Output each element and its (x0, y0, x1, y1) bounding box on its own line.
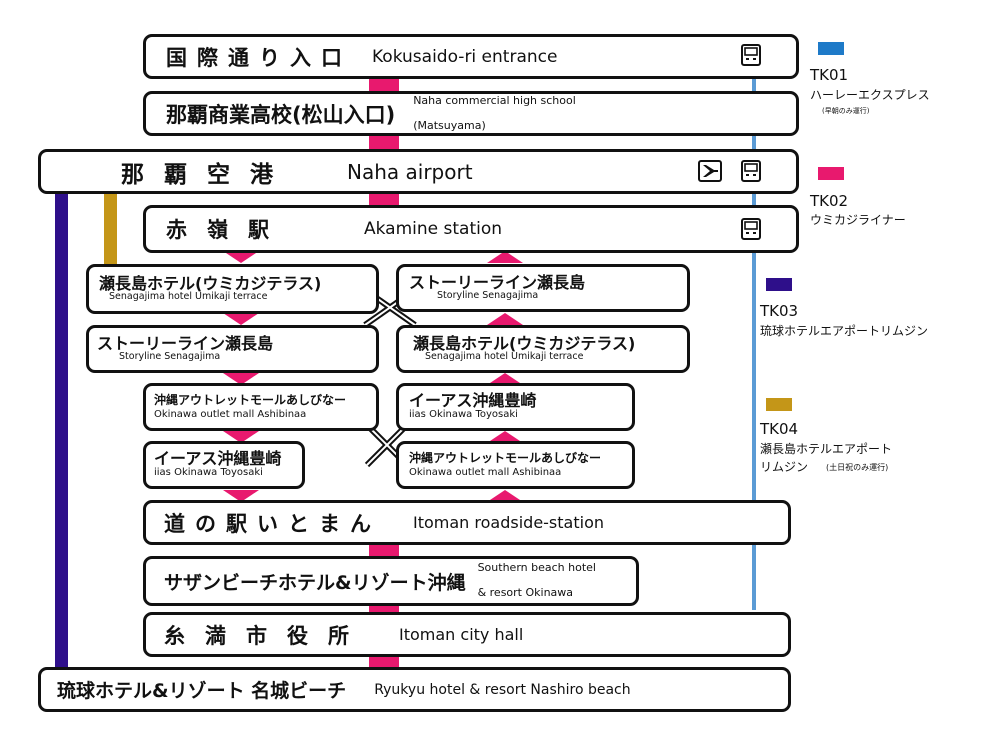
stop-southern-beach-hotel: サザンビーチホテル&リゾート沖縄 Southern beach hotel & … (143, 556, 639, 606)
down-arrow (223, 373, 259, 385)
stop-name-en: iias Okinawa Toyosaki (409, 409, 518, 421)
stop-name-en-line1: Naha commercial high school (413, 93, 576, 107)
stop-outlet-mall-right: 沖縄アウトレットモールあしびなー Okinawa outlet mall Ash… (396, 441, 635, 489)
stop-name-ja: ストーリーライン瀬長島 (97, 333, 274, 353)
stop-itoman-city-hall: 糸満市役所 Itoman city hall (143, 612, 791, 657)
tk02-connector (369, 603, 399, 613)
stop-name-en: Ryukyu hotel & resort Nashiro beach (374, 681, 631, 698)
stop-ryukyu-hotel-nashiro-beach: 琉球ホテル&リゾート 名城ビーチ Ryukyu hotel & resort N… (38, 667, 791, 712)
stop-name-ja: 沖縄アウトレットモールあしびなー (154, 392, 347, 407)
stop-naha-airport: 那覇空港 Naha airport (38, 149, 799, 194)
stop-name-ja: 那覇空港 (121, 161, 293, 188)
stop-name-en: Naha airport (347, 159, 473, 184)
tk03-route-line (55, 190, 68, 670)
up-arrow (487, 373, 523, 385)
stop-name-en-line1: Southern beach hotel (477, 561, 596, 575)
legend-note-tk01: (早朝のみ運行) (822, 107, 870, 115)
stop-storyline-left: ストーリーライン瀬長島 Storyline Senagajima (86, 325, 379, 373)
tk04-route-line (104, 190, 117, 270)
stop-name-ja: サザンビーチホテル&リゾート沖縄 (164, 571, 466, 594)
stop-name-ja: 国際通り入口 (166, 45, 352, 70)
legend-code-tk03: TK03 (760, 302, 799, 320)
tk02-connector (369, 131, 399, 151)
down-arrow (223, 431, 259, 443)
down-arrow (223, 490, 259, 502)
bus-icon (741, 44, 761, 66)
tk02-connector (369, 655, 399, 669)
tk02-connector (369, 76, 399, 94)
stop-name-ja: 瀬長島ホテル(ウミカジテラス) (99, 273, 322, 293)
up-arrow (487, 313, 523, 325)
stop-name-en: Senagajima hotel Umikaji terrace (109, 291, 268, 303)
stop-name-ja: 道の駅いとまん (164, 511, 381, 536)
stop-name-ja: イーアス沖縄豊崎 (154, 449, 282, 469)
tk02-connector (369, 191, 399, 205)
stop-name-ja: 瀬長島ホテル(ウミカジテラス) (413, 333, 636, 353)
stop-name-ja: 那覇商業高校(松山入口) (166, 102, 396, 127)
stop-name-en: Itoman roadside-station (413, 513, 604, 532)
stop-akamine-station: 赤嶺駅 Akamine station (143, 205, 799, 253)
stop-name-ja: 沖縄アウトレットモールあしびなー (409, 450, 602, 465)
legend-code-tk04: TK04 (760, 420, 799, 438)
legend-name-tk02: ウミカジライナー (810, 213, 906, 227)
stop-name-ja: 糸満市役所 (164, 623, 369, 648)
stop-senagajima-hotel-right: 瀬長島ホテル(ウミカジテラス) Senagajima hotel Umikaji… (396, 325, 690, 373)
legend-swatch-tk02 (818, 167, 844, 180)
stop-name-en-line2: (Matsuyama) (413, 118, 486, 132)
stop-name-en: Okinawa outlet mall Ashibinaa (154, 408, 307, 420)
legend-name-tk04: 瀬長島ホテルエアポート (760, 442, 893, 456)
stop-name-en: Akamine station (364, 219, 503, 239)
up-arrow (487, 431, 523, 443)
stop-senagajima-hotel-left: 瀬長島ホテル(ウミカジテラス) Senagajima hotel Umikaji… (86, 264, 379, 314)
stop-name-en-line2: & resort Okinawa (477, 586, 574, 600)
tk01-route-line (752, 60, 756, 610)
stop-storyline-right: ストーリーライン瀬長島 Storyline Senagajima (396, 264, 690, 312)
legend-note-tk04: (土日祝のみ運行) (826, 463, 889, 472)
tk02-connector (369, 541, 399, 559)
stop-name-en: Okinawa outlet mall Ashibinaa (409, 466, 562, 478)
legend-name-tk03: 琉球ホテルエアポートリムジン (760, 324, 929, 338)
bus-icon (741, 160, 761, 182)
stop-name-en: Naha commercial high school (Matsuyama) (413, 82, 576, 145)
stop-name-en: Itoman city hall (399, 625, 524, 644)
stop-kokusaido-ri: 国際通り入口 Kokusaido-ri entrance (143, 34, 799, 79)
legend-code-tk01: TK01 (810, 66, 849, 84)
stop-name-ja: ストーリーライン瀬長島 (409, 272, 586, 292)
stop-name-en: Senagajima hotel Umikaji terrace (425, 351, 584, 363)
stop-itoman-roadside-station: 道の駅いとまん Itoman roadside-station (143, 500, 791, 545)
stop-outlet-mall-left: 沖縄アウトレットモールあしびなー Okinawa outlet mall Ash… (143, 383, 379, 431)
airplane-icon (698, 160, 722, 182)
stop-name-en: Kokusaido-ri entrance (372, 46, 558, 67)
stop-name-ja: 琉球ホテル&リゾート 名城ビーチ (57, 680, 347, 702)
stop-name-ja: 赤嶺駅 (166, 218, 289, 242)
stop-iias-toyosaki-right: イーアス沖縄豊崎 iias Okinawa Toyosaki (396, 383, 635, 431)
stop-iias-toyosaki-left: イーアス沖縄豊崎 iias Okinawa Toyosaki (143, 441, 305, 489)
stop-name-ja: イーアス沖縄豊崎 (409, 391, 537, 411)
legend-swatch-tk04 (766, 398, 792, 411)
up-arrow (487, 490, 523, 502)
stop-name-en: Southern beach hotel & resort Okinawa (478, 549, 596, 612)
stop-name-en: Storyline Senagajima (119, 351, 221, 363)
stop-name-en: iias Okinawa Toyosaki (154, 467, 263, 479)
legend-code-tk02: TK02 (810, 192, 849, 210)
legend-swatch-tk03 (766, 278, 792, 291)
stop-name-en: Storyline Senagajima (437, 290, 539, 302)
legend-name2-tk04: リムジン (760, 460, 809, 474)
legend-swatch-tk01 (818, 42, 844, 55)
bus-icon (741, 218, 761, 240)
down-arrow (223, 251, 259, 263)
legend-name-tk01: ハーレーエクスプレス (810, 88, 930, 102)
stop-naha-commercial-high-school: 那覇商業高校(松山入口) Naha commercial high school… (143, 91, 799, 136)
up-arrow (487, 251, 523, 263)
down-arrow (223, 313, 259, 325)
